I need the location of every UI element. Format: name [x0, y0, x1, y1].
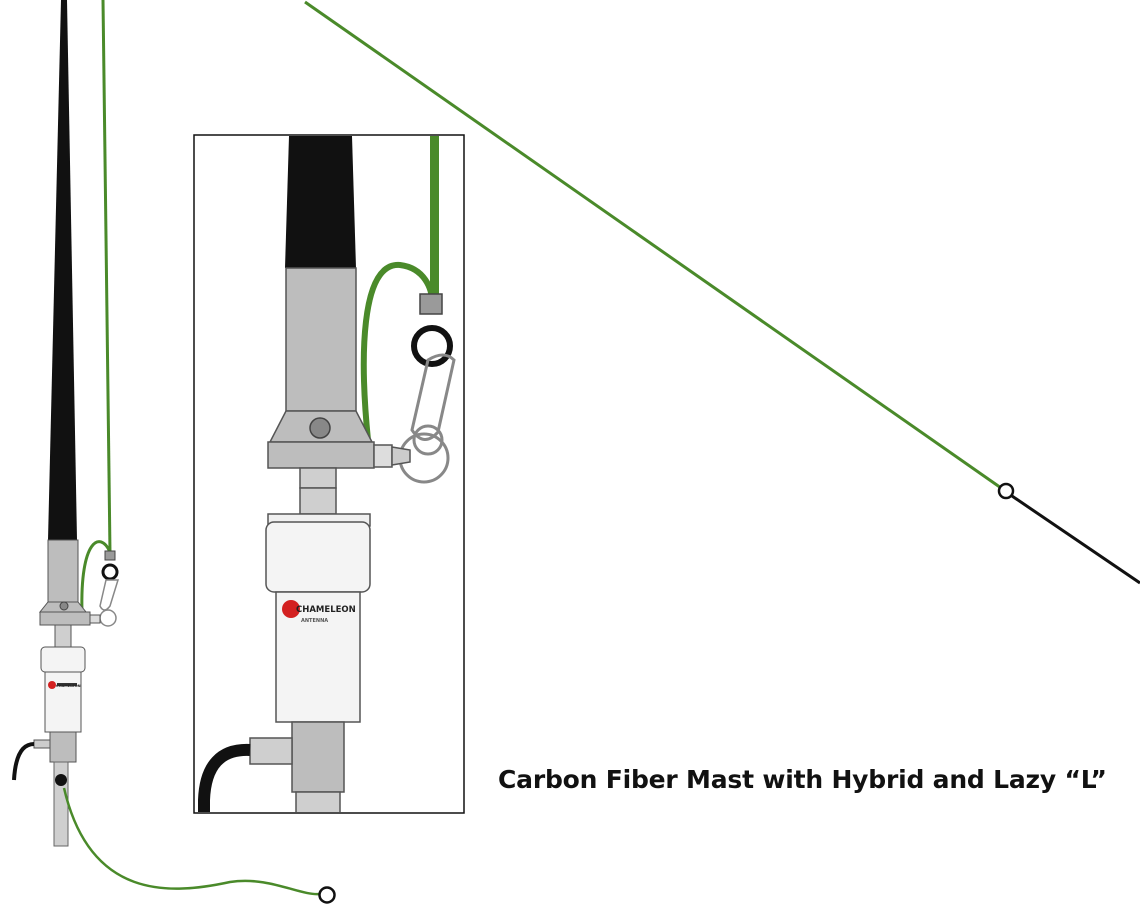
inset-logo-brand: CHAMELEON [296, 605, 356, 615]
coax-connector-small [33, 739, 51, 749]
small-logo-brand: CHAMELEON [56, 684, 81, 688]
coax-cable-small [12, 742, 35, 781]
inset-hex-nut-lower [299, 487, 337, 515]
inset-hybrid-body [265, 521, 371, 593]
split-ring-small [99, 609, 117, 627]
logo-text-small [57, 683, 77, 686]
jumper-wire-small [80, 540, 112, 613]
inset-coax-connector [249, 737, 293, 765]
hybrid-foot-small [49, 731, 77, 763]
inset-wire-clamp [419, 293, 443, 315]
counterpoise-ring [318, 886, 336, 904]
hybrid-body-small [40, 646, 86, 673]
inset-logo-sub: ANTENNA [301, 618, 328, 624]
hybrid-lower-small [44, 671, 82, 733]
diagram-caption: Carbon Fiber Mast with Hybrid and Lazy “… [498, 765, 1107, 794]
inset-ring [411, 325, 453, 367]
vertical-wire [101, 0, 112, 554]
wire-extension-black [1011, 494, 1140, 585]
inset-mount-bolt [309, 417, 331, 439]
inset-mount-base [267, 441, 375, 469]
inset-mast [285, 136, 356, 268]
sloping-wire [304, 0, 1005, 492]
inset-jumper-wire [360, 261, 435, 441]
inset-coax-cable [198, 743, 251, 812]
wire-insulator-ring [997, 482, 1015, 500]
mount-bolt-small [59, 601, 69, 611]
inset-ferrule [285, 267, 357, 412]
wire-clamp-small [104, 550, 116, 561]
carbon-fiber-mast [48, 0, 77, 540]
inset-hybrid-bottom [295, 791, 341, 812]
inset-mount-stud-tip [391, 446, 411, 466]
ring-small [101, 563, 119, 581]
ground-lug-small [55, 774, 67, 786]
inset-hex-nut-upper [299, 467, 337, 489]
inset-hybrid-foot [291, 721, 345, 793]
counterpoise-wire [62, 787, 321, 896]
logo-small [48, 681, 56, 689]
mount-base-small [39, 611, 91, 626]
mount-stud-small [89, 614, 101, 624]
mast-ferrule [47, 539, 79, 603]
inset-logo-mark [282, 600, 300, 618]
hex-nut-small [54, 624, 72, 648]
inset-vertical-wire [430, 136, 439, 298]
inset-mount-stud [373, 444, 393, 468]
carabiner-small [99, 579, 120, 611]
